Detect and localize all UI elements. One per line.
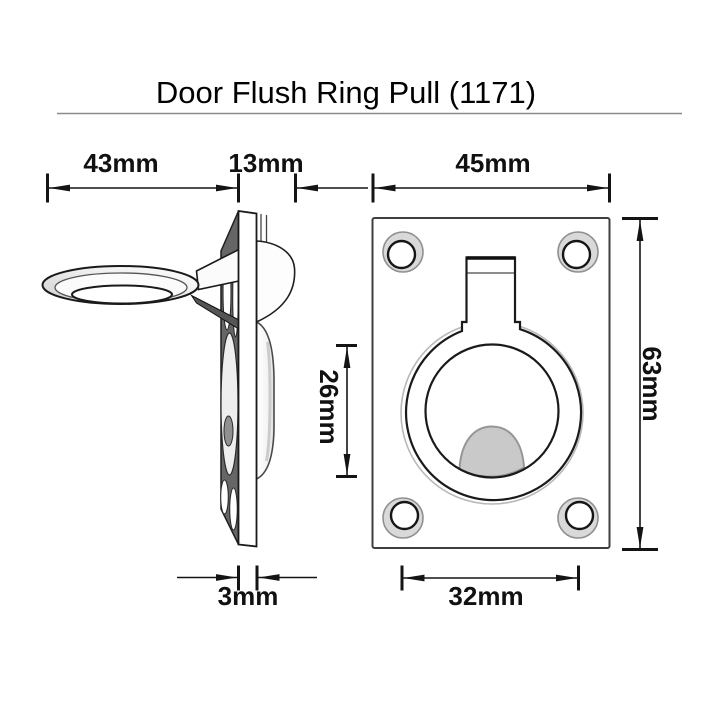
dimension-label: 3mm [218,581,279,611]
side-view [41,209,296,548]
dimension-label: 63mm [637,346,667,421]
dimension-label: 26mm [314,369,344,444]
ring-opening [71,284,173,305]
screw-hole-top-left [382,231,424,273]
dim-screw-hole-spacing: 32mm [400,565,580,611]
screw-slot-bottom-left [220,479,229,515]
dim-plate-thickness: 3mm [177,565,317,611]
dim-ring-outer-diameter: 43mm [46,148,240,203]
cup-bulge-shading [265,341,272,462]
screw-hole-bore [564,500,595,531]
page-title: Door Flush Ring Pull (1171) [156,75,536,110]
recess-profile [220,332,239,476]
dimension-label: 13mm [228,148,303,178]
dim-ring-inner-diameter: 26mm [314,344,357,478]
screw-hole-bore [561,239,592,270]
front-view [371,217,611,549]
screw-hole-top-right [557,231,599,273]
screw-hole-bottom-left [382,497,424,539]
dimension-label: 43mm [83,148,158,178]
dim-plate-width: 45mm [371,148,611,203]
screw-hole-bore [386,239,417,270]
ring-inner-edge [424,343,560,479]
recess-inner-shadow [223,415,234,447]
dimension-label: 32mm [448,581,523,611]
ring-inner-fill [425,344,559,478]
dimensions: 43mm 13mm 45mm 63mm 26mm [46,148,667,611]
dim-projection-depth: 13mm [228,148,368,203]
dim-plate-height: 63mm [622,217,667,551]
screw-slot-bottom-right [229,487,238,531]
screw-hole-bottom-right [557,497,599,539]
pivot-housing-bump [255,240,296,324]
screw-hole-bore [389,500,420,531]
plate-edge [237,209,258,548]
dimension-label: 45mm [455,148,530,178]
